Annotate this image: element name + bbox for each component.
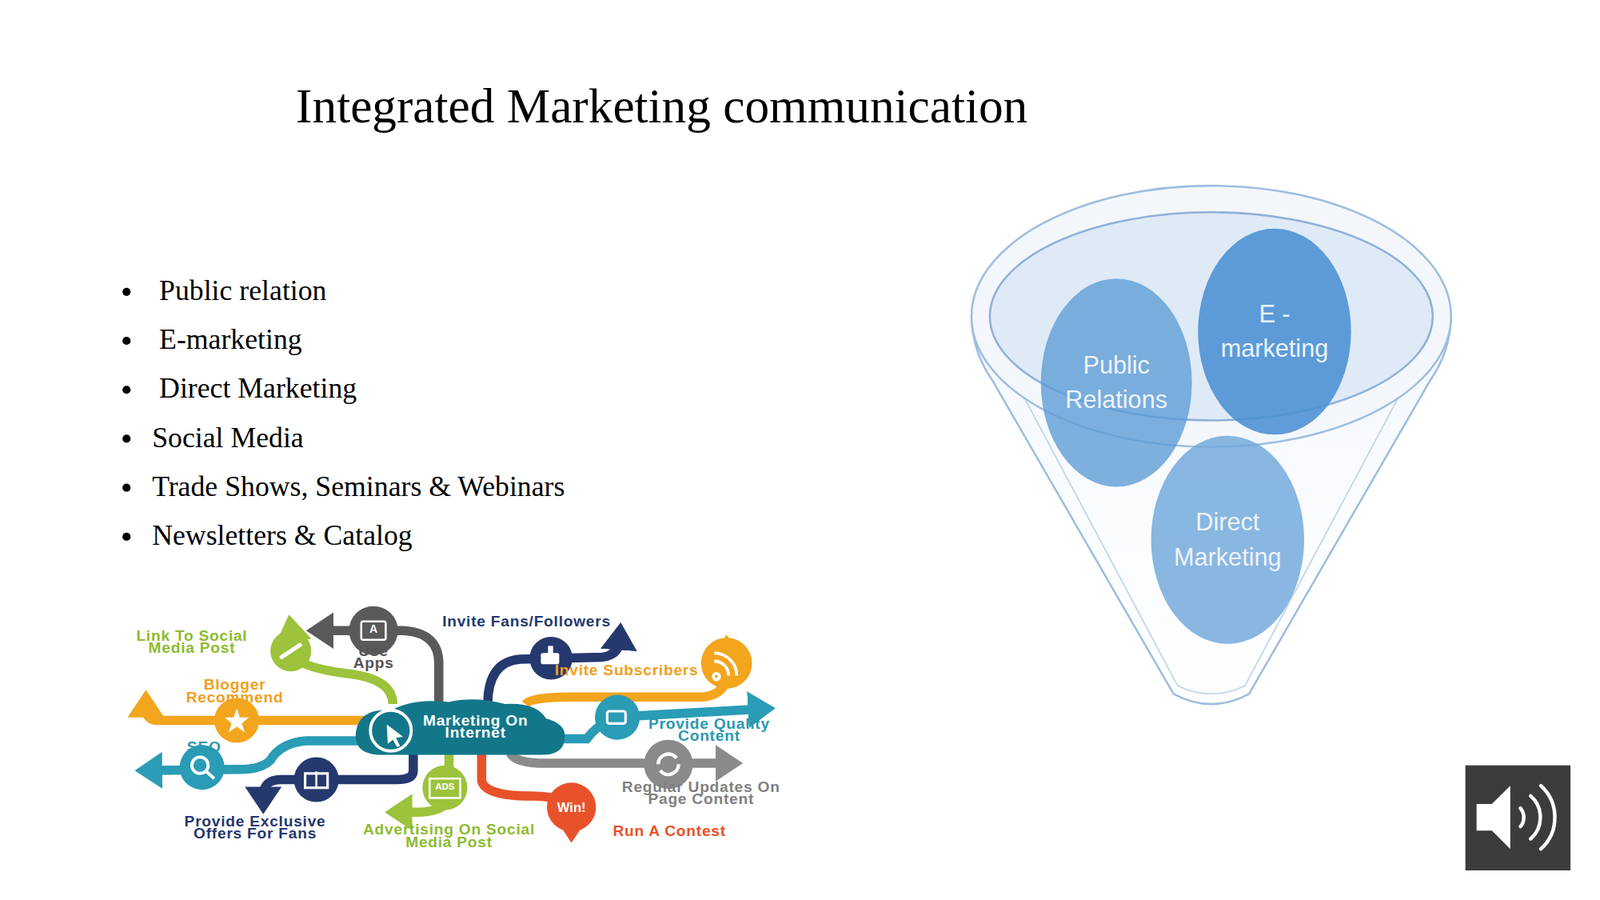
node-text: Public Relations (1053, 347, 1179, 418)
bullet-dot (122, 336, 131, 345)
drawing-circle (701, 637, 753, 689)
drawing-ellipse (1041, 278, 1193, 487)
mindmap-label: Use Apps (340, 644, 407, 670)
bullet-text: Social Media (151, 420, 304, 455)
drawing-ellipse (1151, 435, 1305, 644)
drawing-path (224, 707, 250, 733)
bullet-dot (122, 287, 131, 296)
drawing-rect (429, 778, 460, 798)
drawing-rect (606, 710, 626, 723)
bullet-dot (122, 532, 131, 541)
drawing-path (713, 652, 737, 679)
drawing-circle (546, 782, 596, 831)
drawing-ellipse (1197, 228, 1351, 435)
mindmap-label: Blogger Recommend (152, 678, 316, 703)
mindmap-label: Provide Quality Content (619, 717, 799, 743)
drawing-path (387, 724, 403, 747)
slide-title: Integrated Marketing communication (295, 77, 1028, 134)
funnel (971, 185, 1452, 704)
drawing-rect (547, 645, 553, 655)
node-text: E - marketing (1211, 296, 1338, 367)
drawing-path (658, 754, 679, 775)
drawing-path (1476, 785, 1511, 849)
mindmap-label: Link To Social Media Post (125, 629, 259, 655)
mindmap-label: Win! (549, 800, 595, 814)
bullet-text: E-marketing (159, 322, 303, 357)
mindmap-label: Regular Updates On Page Content (601, 780, 801, 806)
bullet-text: Newsletters & Catalog (151, 518, 413, 553)
drawing-circle (270, 630, 312, 671)
drawing-circle (370, 710, 411, 751)
mindmap-label: SEO (178, 740, 230, 753)
drawing-circle (191, 756, 208, 773)
bullet-text: Direct Marketing (159, 371, 357, 406)
drawing-path (206, 770, 215, 779)
drawing-path (145, 707, 378, 720)
ellipse-shape (1039, 277, 1193, 488)
drawing-rect (361, 621, 387, 640)
mindmap-label: A (363, 622, 384, 635)
node-text: Direct Marketing (1164, 504, 1291, 575)
circle-node: E - marketing (1197, 227, 1353, 435)
drawing-circle (214, 697, 260, 743)
node-text: Marketing On Internet (419, 714, 532, 739)
circle-node: Public Relations (1039, 277, 1193, 488)
bullet-dot (122, 434, 131, 443)
bullet-dot (122, 385, 131, 394)
drawing-path (315, 770, 318, 787)
ellipse-shape (1197, 227, 1353, 435)
mindmap-label: ADS (429, 782, 460, 791)
cloud-node: Marketing On Internet (351, 697, 567, 755)
speaker-icon (1465, 765, 1571, 870)
drawing-circle (294, 756, 340, 802)
mindmap-label: Invite Subscribers (550, 663, 703, 676)
circle-node: Direct Marketing (1149, 434, 1305, 645)
drawing-path (263, 752, 414, 796)
drawing-path (281, 644, 300, 657)
bullet-dot (122, 483, 131, 492)
mindmap-label: Invite Fans/Followers (434, 614, 619, 627)
drawing-rect (1465, 765, 1571, 870)
bullet-text: Trade Shows, Seminars & Webinars (151, 469, 565, 504)
bullet-text: Public relation (159, 273, 327, 308)
drawing-path (1520, 785, 1556, 849)
mindmap-label: Advertising On Social Media Post (349, 822, 549, 848)
ellipse-shape (1149, 434, 1305, 645)
drawing-circle (594, 694, 640, 740)
mindmap-label: Run A Contest (585, 824, 755, 837)
drawing-circle (422, 765, 467, 810)
drawing-path (355, 698, 566, 755)
mindmap-label: Provide Exclusive Offers For Fans (163, 814, 348, 840)
